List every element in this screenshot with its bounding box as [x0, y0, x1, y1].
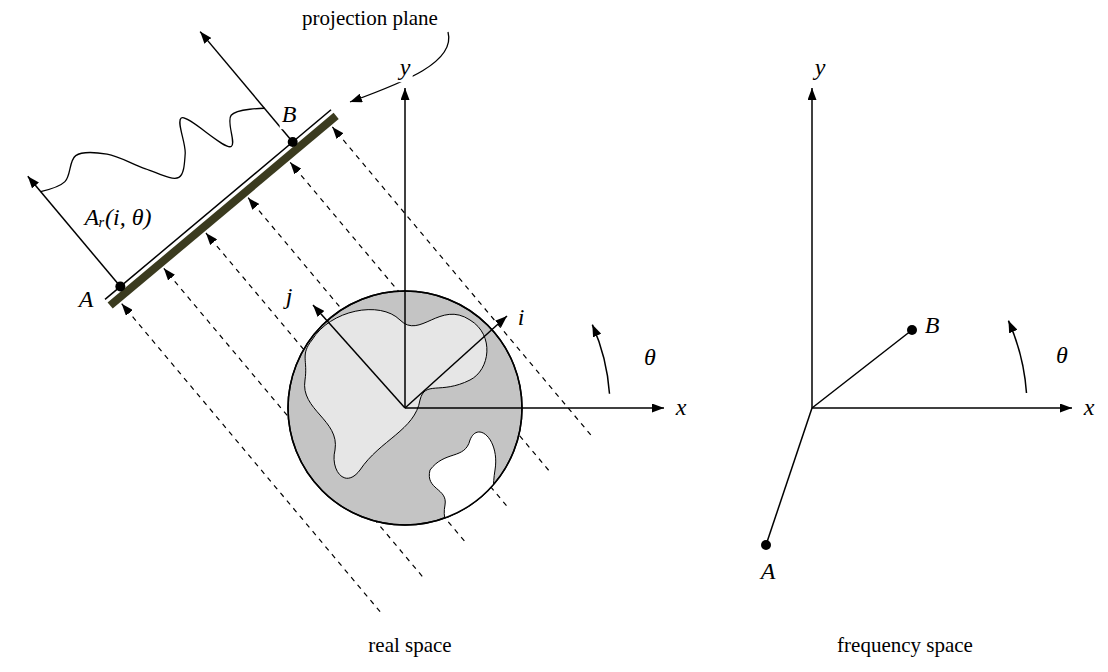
- point-label: A: [77, 286, 96, 314]
- angle-arc: [1008, 321, 1026, 393]
- angle-label: θ: [642, 344, 658, 372]
- x-axis: [812, 407, 1072, 409]
- profile-label: Aᵣ(i, θ): [82, 204, 153, 232]
- y-axis: [811, 88, 813, 408]
- void-region: [429, 432, 495, 534]
- i-axis: [405, 316, 507, 408]
- leader-arrow: [350, 32, 449, 102]
- projection-plane-group: [28, 32, 336, 306]
- projection-rays: [122, 127, 591, 612]
- frequency-line: [812, 330, 912, 408]
- axis-label: y: [813, 54, 828, 82]
- panel-caption: frequency space: [835, 633, 975, 657]
- y-axis: [404, 88, 406, 408]
- panel-caption: real space: [366, 633, 453, 657]
- axis-label: x: [1082, 394, 1097, 422]
- angle-arc: [592, 325, 609, 394]
- point-label: B: [923, 312, 942, 340]
- axis-label: j: [284, 283, 295, 311]
- axis-label: y: [398, 54, 413, 82]
- point-label: A: [759, 558, 778, 586]
- frequency-line: [766, 408, 812, 545]
- axis-label: x: [674, 394, 689, 422]
- plane-label: projection plane: [300, 6, 440, 30]
- axis-label: i: [516, 304, 527, 332]
- projection-profile: [41, 108, 265, 191]
- angle-label: θ: [1054, 342, 1070, 370]
- point-dot: [907, 325, 917, 335]
- j-axis: [313, 305, 405, 408]
- x-axis: [405, 407, 664, 409]
- point-dot: [115, 282, 125, 292]
- point-label: B: [280, 101, 299, 129]
- point-dot: [288, 137, 298, 147]
- point-dot: [761, 540, 771, 550]
